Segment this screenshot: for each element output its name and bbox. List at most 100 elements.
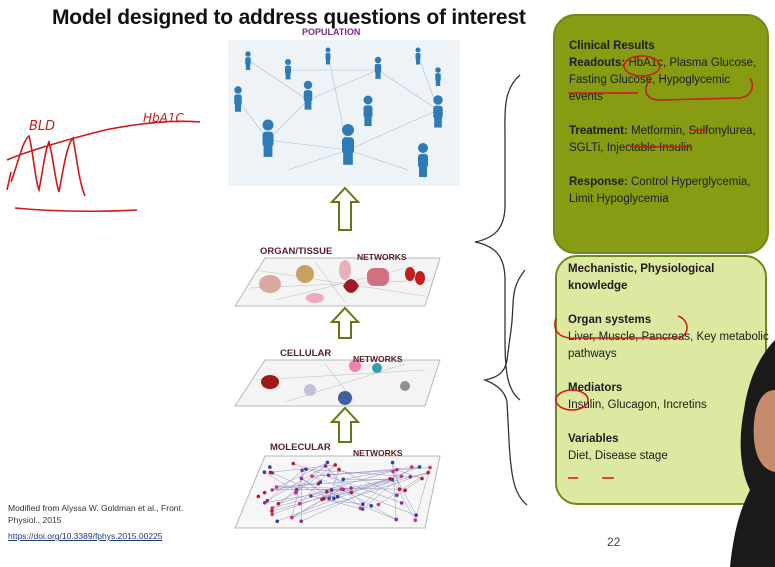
mechanistic-knowledge-box: Mechanistic, Physiological knowledge Org…	[555, 255, 769, 505]
molecular-node	[395, 493, 399, 498]
molecular-node	[369, 504, 374, 508]
response-line2: Limit Hypoglycemia	[569, 193, 669, 205]
molecular-node	[417, 465, 422, 469]
molecular-node	[399, 474, 404, 479]
molecular-networks-label: NETWORKS	[353, 448, 403, 458]
arrow-up-icon	[330, 406, 360, 443]
molecular-node	[256, 494, 261, 499]
molecular-edge	[264, 487, 352, 504]
organ-systems-line1: Liver, Muscle, Pancreas, Key metabolic	[568, 331, 769, 343]
curly-brace	[474, 74, 528, 506]
molecular-node	[323, 464, 328, 468]
molecular-node	[391, 469, 395, 474]
molecular-node	[275, 519, 280, 524]
molecular-edge	[272, 472, 330, 499]
molecular-edge	[415, 467, 431, 521]
molecular-node	[390, 460, 395, 465]
molecular-node	[329, 488, 334, 492]
molecular-edge	[396, 469, 423, 479]
handwritten-hba1c: HbA1C	[143, 111, 184, 125]
molecular-edge	[264, 471, 297, 492]
molecular-node	[428, 465, 432, 470]
molecular-edge	[323, 479, 393, 499]
cellular-layer-label: CELLULAR	[280, 348, 331, 359]
molecular-node	[262, 490, 267, 495]
treatment-line1: Metformin, Sulfonylurea,	[631, 125, 756, 137]
population-network-image	[228, 40, 460, 186]
molecular-layer-label: MOLECULAR	[270, 442, 331, 453]
molecular-node	[394, 517, 398, 522]
molecular-node	[297, 501, 302, 506]
molecular-edge	[271, 476, 402, 512]
molecular-edge	[272, 481, 321, 491]
organ-systems-line2: pathways	[568, 348, 617, 360]
clinical-results-box: Clinical Results Readouts: HbA1c, Plasma…	[553, 14, 769, 254]
reference-line1: Modified from Alyssa W. Goldman et al., …	[8, 503, 184, 513]
organ-networks-label: NETWORKS	[357, 252, 407, 262]
molecular-node	[332, 496, 336, 501]
molecular-edge	[291, 472, 429, 518]
molecular-node	[395, 467, 399, 472]
molecular-node	[310, 474, 314, 479]
molecular-edge	[343, 469, 397, 480]
molecular-node	[270, 512, 275, 517]
cellular-networks-label: NETWORKS	[353, 354, 403, 364]
variables-line: Diet, Disease stage	[568, 450, 668, 462]
molecular-node	[299, 519, 304, 524]
molecular-node	[326, 473, 331, 478]
molecular-node	[270, 488, 275, 492]
molecular-edge	[338, 469, 397, 496]
molecular-edge	[311, 476, 417, 516]
reference-line2: Physiol., 2015	[8, 515, 62, 525]
mechanistic-heading: Mechanistic, Physiological knowledge	[568, 263, 715, 292]
molecular-edge	[305, 468, 411, 478]
population-label: POPULATION	[302, 27, 361, 37]
variables-label: Variables	[568, 433, 619, 445]
molecular-edge	[272, 464, 336, 509]
molecular-node	[349, 490, 354, 495]
molecular-edge	[291, 478, 302, 518]
molecular-node	[325, 460, 330, 465]
treatment-line2: SGLTi, Injectable Insulin	[569, 142, 693, 154]
molecular-edge	[322, 499, 363, 505]
molecular-edge	[267, 465, 326, 501]
molecular-node	[409, 465, 414, 469]
presenter-video	[730, 330, 775, 567]
slide-title: Model designed to address questions of i…	[52, 6, 526, 29]
molecular-node	[341, 477, 346, 482]
doi-link[interactable]: https://doi.org/10.3389/fphys.2015.00225	[8, 531, 163, 541]
molecular-node	[339, 487, 344, 491]
molecular-node	[413, 518, 418, 523]
treatment-label: Treatment:	[569, 125, 628, 137]
molecular-edge	[312, 467, 431, 477]
molecular-node	[376, 502, 381, 507]
molecular-node	[309, 494, 313, 498]
molecular-node	[399, 501, 404, 505]
molecular-node	[414, 513, 418, 518]
ink-annotations	[554, 55, 753, 479]
organ-tissue-network-layer: ORGAN/TISSUE NETWORKS	[234, 246, 441, 307]
handwritten-bld: BLD	[29, 119, 55, 134]
molecular-edge	[301, 478, 330, 499]
molecular-edge	[325, 465, 361, 509]
reference-text: Modified from Alyssa W. Goldman et al., …	[8, 502, 198, 526]
clinical-heading: Clinical Results	[569, 40, 655, 52]
molecular-edge	[341, 488, 397, 520]
molecular-node	[262, 470, 267, 475]
molecular-edge	[392, 479, 416, 521]
cellular-network-layer: CELLULAR NETWORKS	[234, 348, 441, 407]
molecular-edge	[362, 478, 391, 505]
molecular-edge	[392, 471, 417, 516]
readouts-label: Readouts:	[569, 57, 626, 69]
organ-layer-label: ORGAN/TISSUE	[260, 246, 332, 257]
molecular-node	[335, 494, 340, 499]
handwritten-scribble: BLD HbA1C	[6, 111, 201, 213]
molecular-node	[388, 476, 392, 481]
molecular-node	[291, 461, 296, 466]
molecular-edge	[396, 478, 423, 496]
molecular-node	[270, 509, 274, 513]
molecular-node	[300, 468, 304, 473]
mediators-line: Insulin, Glucagon, Incretins	[568, 399, 707, 411]
molecular-node	[333, 463, 338, 467]
arrow-up-icon	[330, 306, 360, 339]
